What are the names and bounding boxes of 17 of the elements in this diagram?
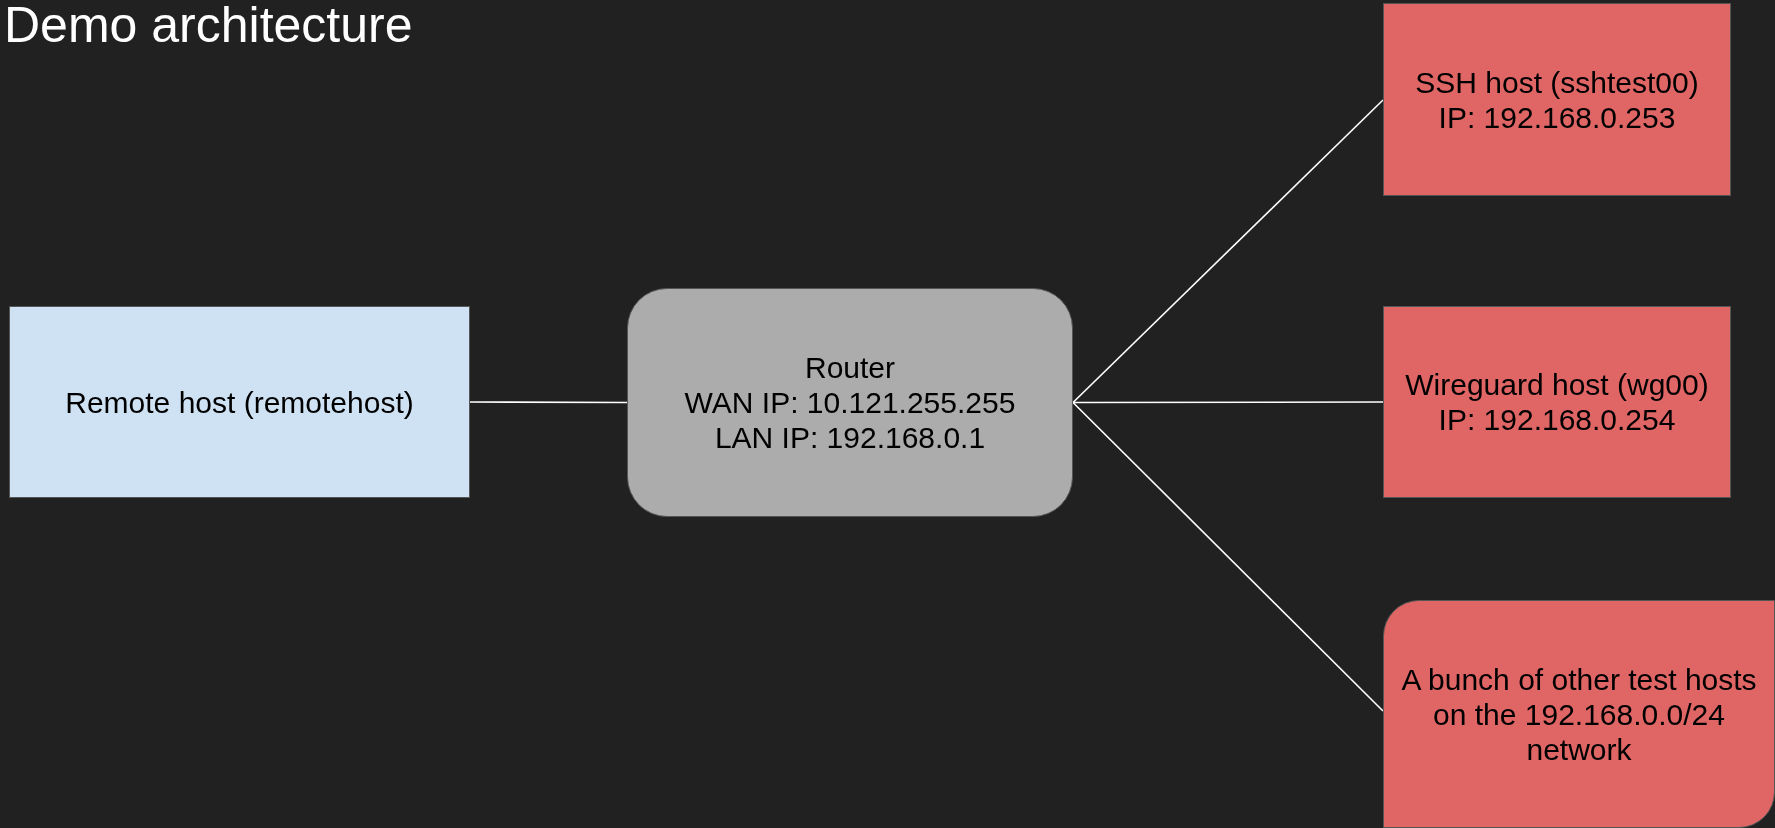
node-label: Router	[804, 350, 895, 385]
connector-line	[1072, 99, 1384, 404]
node-label: Wireguard host (wg00) IP: 192.168.0.254	[1404, 367, 1710, 437]
host-group-box	[1383, 600, 1775, 828]
connector-line	[1072, 401, 1384, 712]
host-box	[1383, 3, 1731, 196]
diagram-title: Demo architecture	[4, 0, 413, 54]
connector-line	[1072, 401, 1384, 404]
node-label: A bunch of other test hosts on the 192.168.0.0/24 network	[1400, 661, 1758, 767]
router-box	[627, 288, 1073, 517]
connector-line	[469, 401, 628, 404]
node-label: SSH host (sshtest00) IP: 192.168.0.253	[1414, 64, 1700, 135]
node-label: LAN IP: 192.168.0.1	[714, 420, 986, 455]
node-label: WAN IP: 10.121.255.255	[684, 385, 1016, 420]
host-box	[1383, 306, 1731, 498]
host-box	[9, 306, 470, 498]
node-label: Remote host (remotehost)	[65, 384, 414, 420]
